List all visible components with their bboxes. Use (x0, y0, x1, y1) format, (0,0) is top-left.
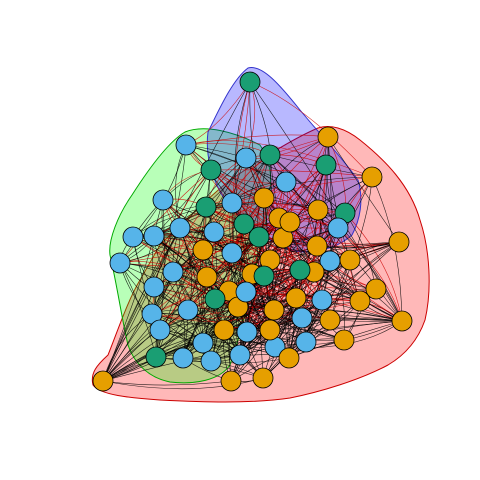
edge-between-groups (119, 259, 271, 267)
blue-node (162, 261, 184, 283)
blue-node (200, 350, 222, 372)
edge-within-group (202, 339, 345, 344)
blue-node (149, 319, 171, 341)
orange-node (213, 319, 235, 341)
blue-node (122, 226, 144, 248)
orange-node (333, 329, 355, 351)
edge-between-groups (231, 176, 373, 204)
edge-within-group (102, 227, 339, 382)
edge-within-group (285, 181, 403, 322)
edge-between-groups (185, 140, 373, 178)
orange-node (279, 211, 301, 233)
orange-node (263, 299, 285, 321)
blue-node (152, 189, 174, 211)
blue-node (221, 192, 243, 214)
edge-within-group (102, 380, 232, 386)
blue-node (295, 331, 317, 353)
edge-within-group (245, 157, 339, 229)
edge-between-groups (119, 169, 212, 264)
orange-node (252, 367, 274, 389)
blue-node (175, 134, 197, 156)
orange-node (307, 199, 329, 221)
blue-node (143, 225, 165, 247)
edge-between-groups (185, 134, 329, 146)
orange-node (285, 287, 307, 309)
blue-node (109, 252, 131, 274)
orange-node (388, 231, 410, 253)
edge-within-group (102, 227, 181, 382)
blue-node (221, 242, 243, 264)
orange-node (196, 266, 218, 288)
blue-node (327, 217, 349, 239)
orange-node (361, 166, 383, 188)
edge-within-group (172, 241, 400, 273)
orange-node (92, 370, 114, 392)
edge-within-group (213, 231, 248, 333)
orange-node (349, 290, 371, 312)
orange-node (278, 347, 300, 369)
green-node (200, 159, 222, 181)
blue-node (235, 147, 257, 169)
orange-node (253, 187, 275, 209)
edge-within-group (262, 259, 351, 379)
blue-node (235, 281, 257, 303)
green-node (233, 213, 255, 235)
orange-node (192, 239, 214, 261)
edge-between-groups (344, 212, 403, 322)
edge-between-groups (153, 235, 297, 299)
green-node (145, 346, 167, 368)
orange-node (391, 310, 413, 332)
graph-nodes (92, 71, 413, 392)
edge-between-groups (210, 169, 373, 178)
blue-node (203, 221, 225, 243)
edge-within-group (179, 227, 303, 319)
green-node (204, 288, 226, 310)
edge-within-group (327, 136, 332, 262)
green-node (289, 259, 311, 281)
orange-node (317, 126, 339, 148)
orange-node (306, 235, 328, 257)
green-node (315, 154, 337, 176)
edge-within-group (153, 286, 361, 307)
orange-node (365, 278, 387, 300)
edge-within-group (102, 169, 212, 382)
blue-node (172, 347, 194, 369)
orange-node (339, 249, 361, 271)
blue-node (229, 344, 251, 366)
blue-node (275, 171, 297, 193)
blue-node (192, 332, 214, 354)
blue-node (291, 307, 313, 329)
orange-node (220, 370, 242, 392)
green-node (259, 144, 281, 166)
blue-node (177, 299, 199, 321)
blue-node (143, 276, 165, 298)
green-node (239, 71, 261, 93)
edge-between-groups (337, 227, 403, 322)
edge-within-group (102, 235, 155, 382)
blue-node (236, 321, 258, 343)
green-node (195, 196, 217, 218)
blue-node (311, 289, 333, 311)
orange-node (319, 309, 341, 331)
green-node (253, 265, 275, 287)
green-node (248, 226, 270, 248)
edge-between-groups (249, 81, 373, 178)
edge-between-groups (162, 199, 225, 331)
orange-node (259, 319, 281, 341)
blue-node (169, 217, 191, 239)
edge-within-group (102, 377, 264, 390)
